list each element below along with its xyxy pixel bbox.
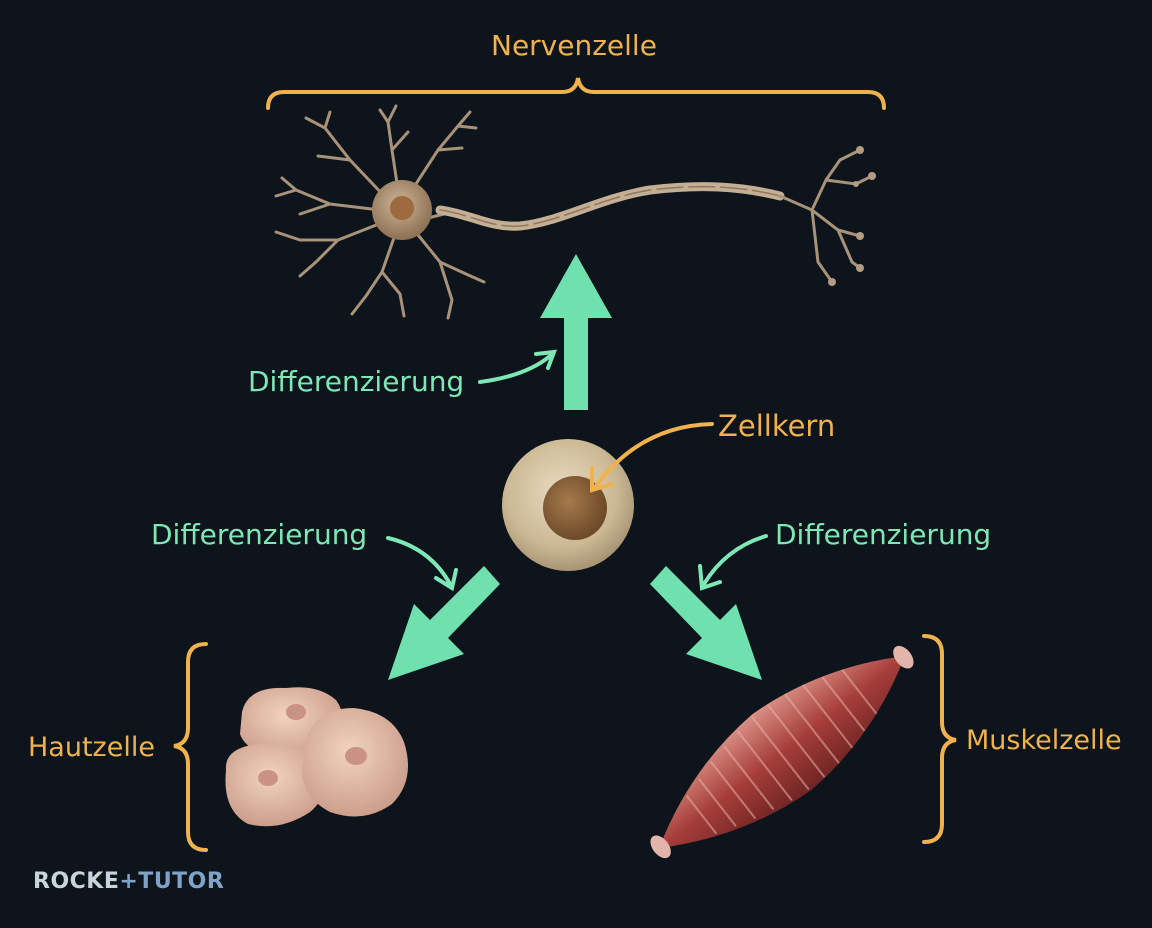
- nerve-nucleus: [390, 196, 414, 220]
- differenzierung-left-label: Differenzierung: [151, 518, 368, 551]
- differenzierung-right-label: Differenzierung: [775, 518, 992, 551]
- zellkern-label: Zellkern: [718, 409, 836, 443]
- nervenzelle-label: Nervenzelle: [491, 29, 657, 62]
- hautzelle-brace: [173, 642, 208, 852]
- skin-cells: [225, 687, 408, 827]
- differenzierung-pointers: [386, 349, 768, 592]
- differenzierung-top-label: Differenzierung: [248, 365, 465, 398]
- nervenzelle-bracket: [266, 77, 886, 110]
- logo-text-part1: ROCKE: [33, 869, 120, 894]
- arrow-down-right-to-muscle: [650, 566, 762, 680]
- logo-text-part2: +TUTOR: [119, 869, 225, 894]
- zellkern-pointer: [590, 422, 714, 493]
- arrow-down-left-to-skin: [388, 566, 500, 680]
- muscle-cell: [650, 645, 914, 859]
- brand-logo: ROCKE+TUTOR: [33, 871, 224, 893]
- nerve-terminals: [828, 146, 876, 286]
- muskelzelle-label: Muskelzelle: [966, 725, 1122, 756]
- muskelzelle-brace: [922, 634, 957, 844]
- arrow-up-to-nerve: [540, 254, 612, 410]
- hautzelle-label: Hautzelle: [28, 732, 155, 763]
